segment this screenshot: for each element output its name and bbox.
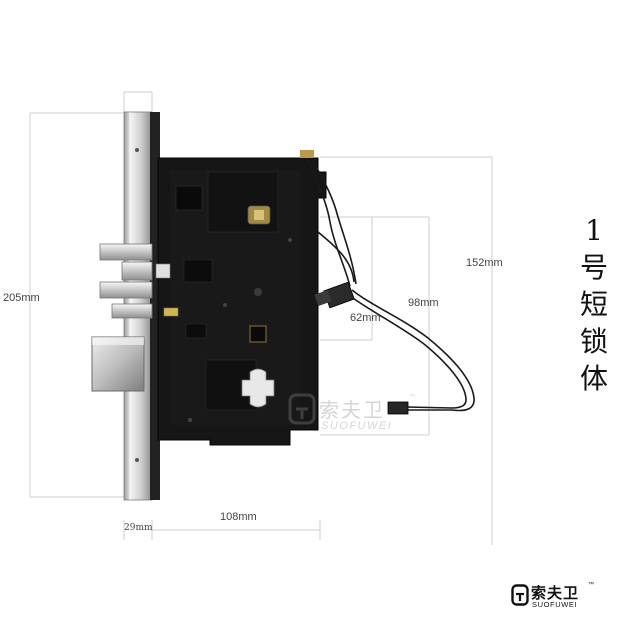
brand-logo: 索夫卫 ™ SUOFUWEI (511, 582, 611, 612)
lock-case-side (150, 112, 160, 500)
watermark-tm: ™ (409, 394, 415, 400)
faceplate-screw-bottom (135, 458, 139, 462)
brand-watermark: 索夫卫 ™ SUOFUWEI (285, 392, 435, 442)
dim-height-body: 152mm (466, 257, 503, 269)
dim-height-total: 205mm (3, 292, 40, 304)
product-title: 1 号 短 锁 体 (577, 212, 611, 397)
brand-name-cn: 索夫卫 (531, 584, 580, 602)
faceplate-screw-top (135, 148, 139, 152)
brand-tm: ™ (588, 582, 594, 588)
deadbolt (91, 336, 145, 392)
watermark-logo-icon (288, 393, 316, 425)
latch-bolt-upper (99, 243, 153, 261)
watermark-name-en: SUOFUWEI (321, 420, 393, 432)
dimension-lines (29, 91, 493, 545)
title-char-3: 短 (579, 288, 608, 321)
wiring-harness (305, 155, 475, 412)
cylinder-keyhole (241, 368, 275, 408)
dim-width-body: 108mm (220, 511, 257, 523)
title-char-1: 1 (585, 214, 603, 247)
title-char-2: 号 (579, 251, 608, 284)
brand-logo-icon (511, 584, 529, 606)
dim-width-inner-small: 62mm (350, 312, 381, 324)
dim-width-faceplate: 29mm (124, 523, 153, 533)
square-spindle-hole (249, 325, 267, 343)
title-char-4: 锁 (579, 325, 608, 358)
brand-name-en: SUOFUWEI (532, 600, 578, 609)
connector-end (387, 401, 409, 415)
watermark-name-cn: 索夫卫 (319, 398, 385, 422)
title-char-5: 体 (579, 362, 608, 395)
dim-width-inner: 98mm (408, 297, 439, 309)
